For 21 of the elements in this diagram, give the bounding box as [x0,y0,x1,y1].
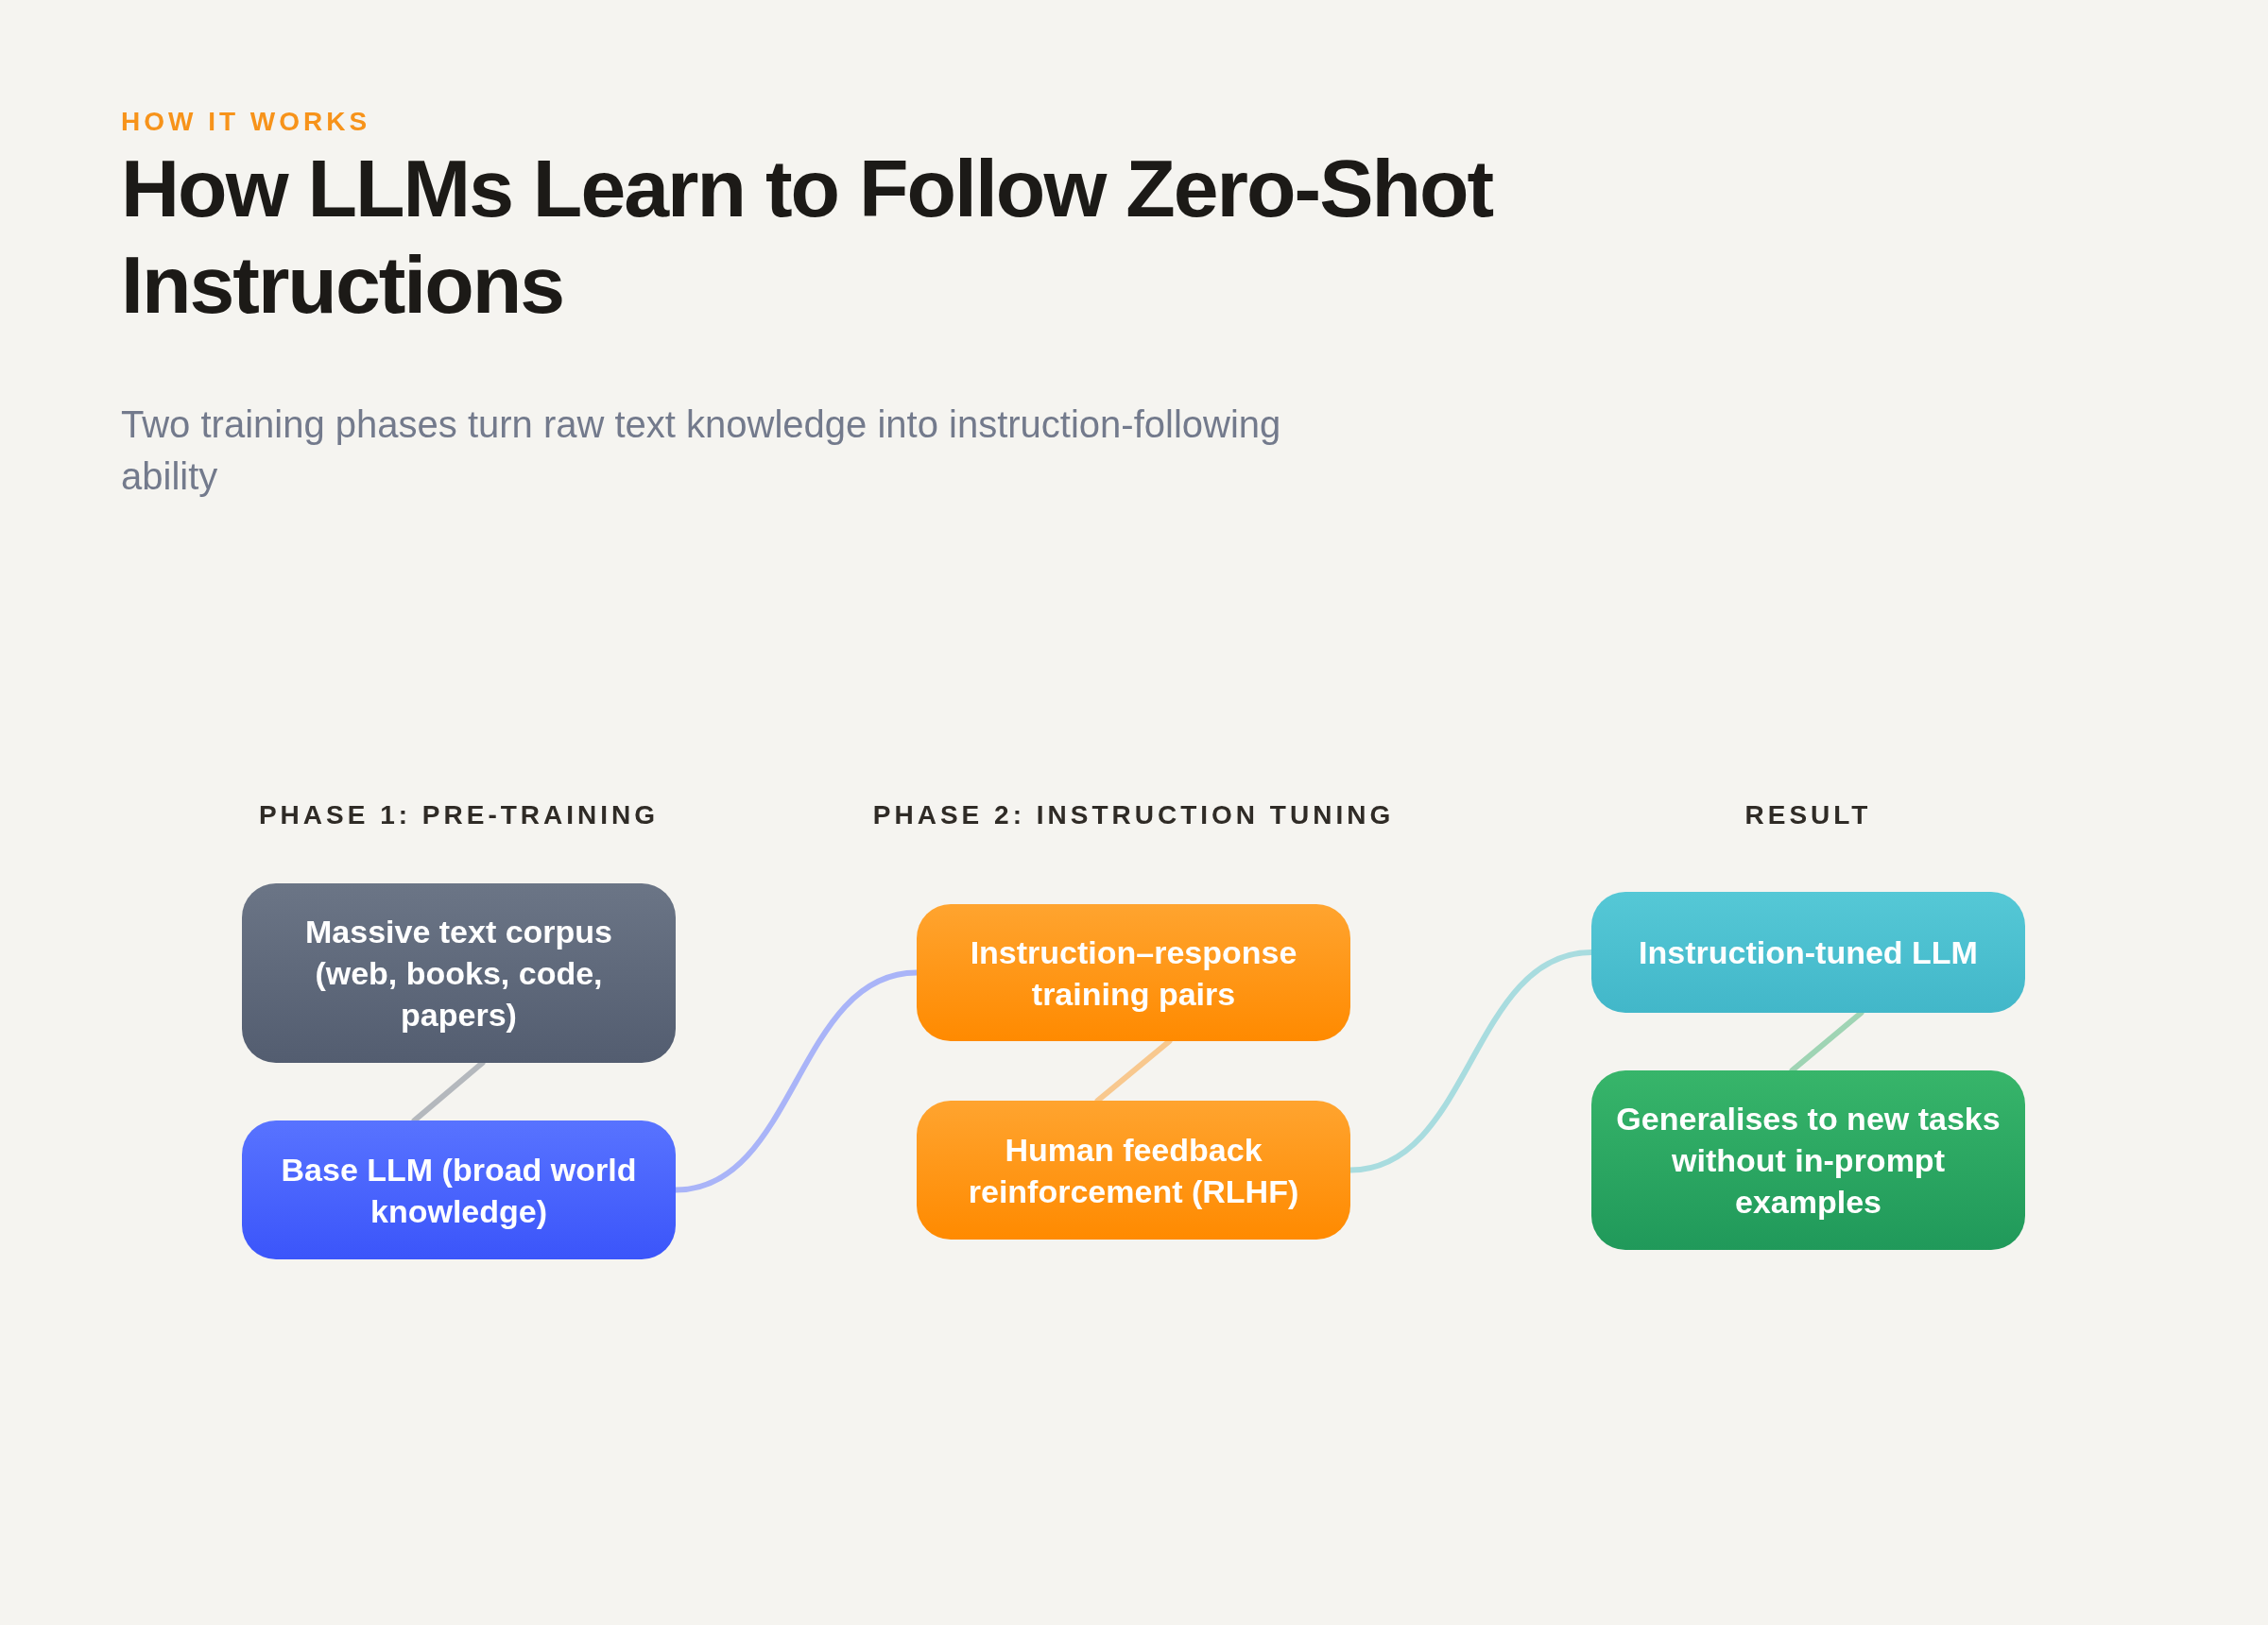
box-label: Base LLM (broad world knowledge) [280,1150,638,1231]
column-heading: PHASE 1: PRE-TRAINING [258,799,660,831]
process-box [917,1101,1350,1240]
process-box [917,904,1350,1041]
column-heading: RESULT [1744,799,1872,831]
box-label: Human feedback reinforcement (RLHF) [967,1130,1300,1211]
process-box [242,1120,676,1259]
box-label: Instruction-tuned LLM [1639,933,1978,972]
process-box [242,883,676,1063]
process-box [1591,1070,2025,1250]
box-label: Generalises to new tasks without in-prompt examples [1615,1100,2002,1222]
connector-line [1094,1038,1173,1103]
subtitle-text: Two training phases turn raw text knowledge into instruction-following ability [121,402,1282,499]
connector-line [411,1060,486,1123]
box-label: Instruction–response training pairs [969,932,1298,1014]
eyebrow-text: HOW IT WORKS [121,106,371,138]
process-box [1591,892,2025,1013]
box-label: Massive text corpus (web, books, code, papers) [304,913,613,1035]
column-heading: PHASE 2: INSTRUCTION TUNING [872,799,1395,831]
connector-line [1789,1010,1864,1073]
title-heading: How LLMs Learn to Follow Zero-Shot Instructions [121,142,1494,332]
